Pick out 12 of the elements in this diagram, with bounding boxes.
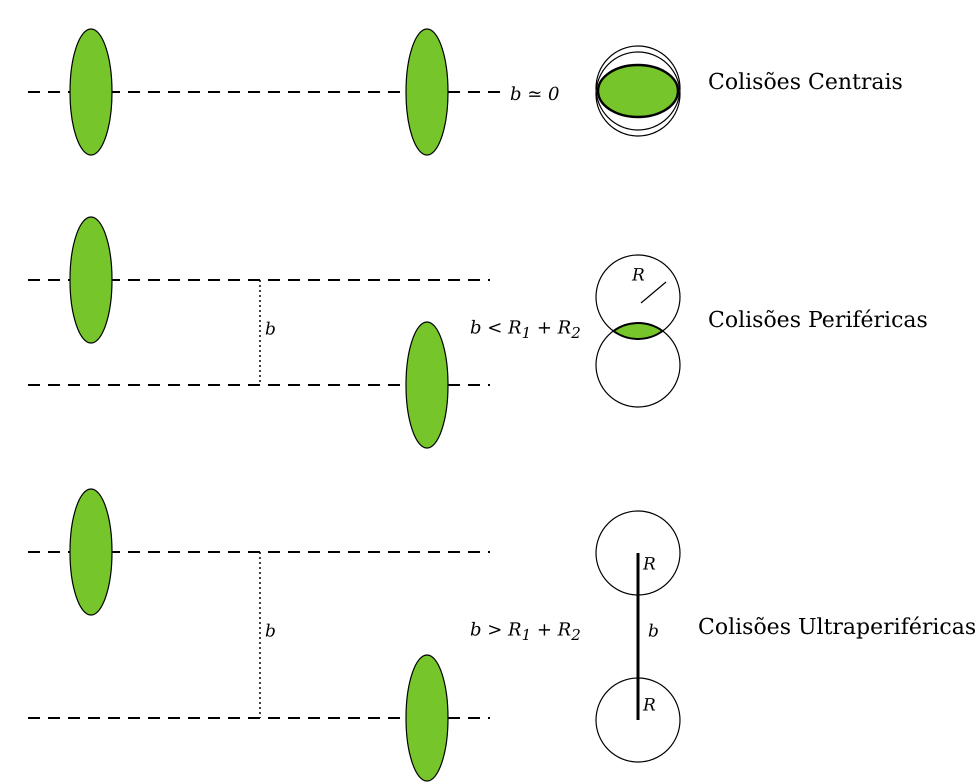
case-title: Colisões Centrais <box>708 70 903 96</box>
radius-label: R <box>643 696 656 716</box>
dimension-label: b <box>648 622 659 642</box>
radius-label: R <box>643 556 656 574</box>
dimension-label: b <box>265 320 276 340</box>
dimension-label: b <box>265 622 276 642</box>
math-label: b > R$_{1}$ + R$_{2}$ <box>470 620 581 644</box>
math-label: b < R$_{1}$ + R$_{2}$ <box>470 318 581 342</box>
case-title: Colisões Ultraperiféricas <box>698 616 976 640</box>
case-title: Colisões Periféricas <box>708 308 928 334</box>
radius-label: R <box>632 266 645 286</box>
math-label: b ≃ 0 <box>510 85 560 105</box>
